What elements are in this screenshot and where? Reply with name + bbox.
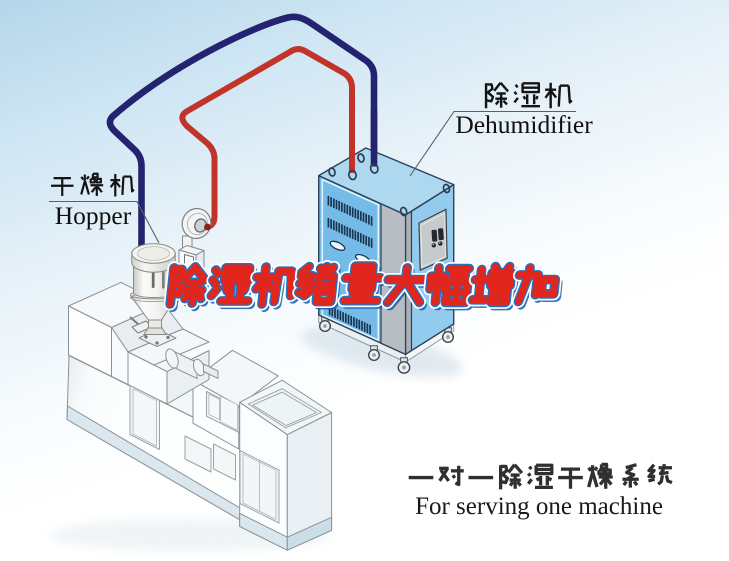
svg-text:Dehumidifier: Dehumidifier	[455, 110, 593, 139]
svg-text:Hopper: Hopper	[55, 201, 132, 230]
svg-text:For serving one machine: For serving one machine	[415, 493, 663, 520]
